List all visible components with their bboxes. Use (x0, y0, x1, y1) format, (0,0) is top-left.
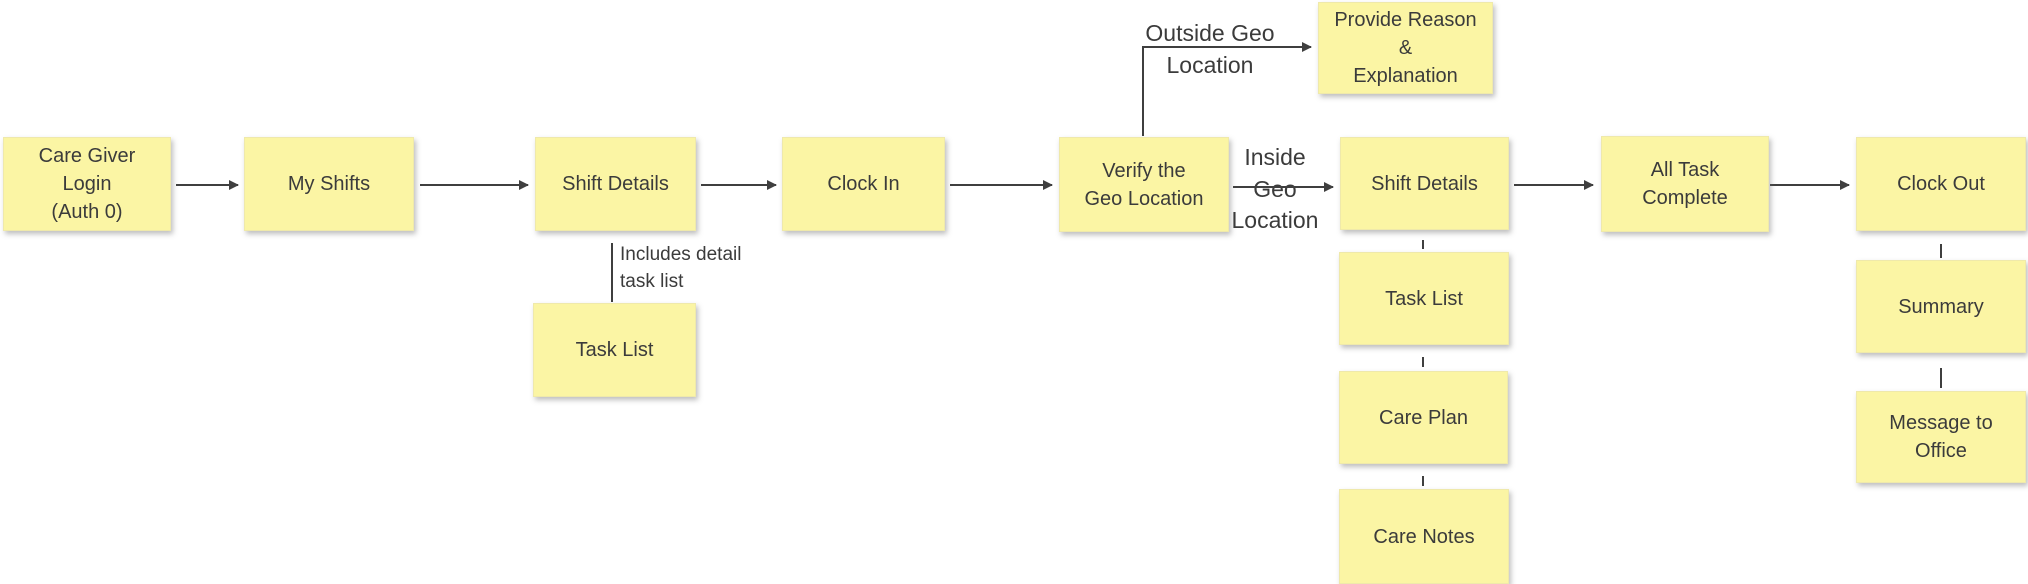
edge-label-inside-geo-location: Inside Geo Location (1231, 144, 1319, 234)
node-label-shift-details-1: Shift Details (562, 173, 669, 195)
node-label-care-plan: Care Plan (1379, 406, 1468, 429)
node-verify-geo-location: Verify the Geo Location (1059, 137, 1229, 232)
node-summary: Summary (1856, 260, 2026, 353)
node-label-shift-details-2: Shift Details (1371, 172, 1478, 195)
node-care-plan: Care Plan (1339, 371, 1508, 464)
node-shift-details-1: Shift Details (535, 137, 696, 231)
node-label-clock-in: Clock In (827, 173, 900, 195)
node-label-task-list-1: Task List (575, 339, 654, 361)
node-clock-out: Clock Out (1856, 137, 2026, 231)
node-task-list-1: Task List (533, 303, 696, 397)
node-all-task-complete: All Task Complete (1601, 136, 1769, 232)
node-shift-details-2: Shift Details (1340, 137, 1509, 230)
node-care-notes: Care Notes (1339, 489, 1509, 584)
node-label-summary: Summary (1898, 295, 1984, 318)
node-label-care-giver-login: Care Giver Login (Auth 0) (38, 145, 136, 223)
node-label-my-shifts: My Shifts (287, 173, 371, 195)
node-label-verify-geo-location: Verify the Geo Location (1084, 159, 1204, 210)
edge-label-includes-detail-task-list: Includes detail task list (620, 244, 742, 292)
node-provide-reason-explanation: Provide Reason & Explanation (1318, 2, 1493, 94)
node-label-clock-out: Clock Out (1897, 173, 1985, 195)
edge-label-outside-geo-location: Outside Geo Location (1145, 20, 1275, 78)
node-message-to-office: Message to Office (1856, 391, 2026, 483)
node-label-message-to-office: Message to Office (1889, 412, 1993, 462)
node-label-task-list-2: Task List (1385, 287, 1463, 310)
node-label-care-notes: Care Notes (1373, 525, 1475, 548)
node-task-list-2: Task List (1339, 252, 1509, 345)
node-my-shifts: My Shifts (244, 137, 414, 231)
node-clock-in: Clock In (782, 137, 945, 231)
node-label-all-task-complete: All Task Complete (1642, 159, 1728, 209)
node-care-giver-login: Care Giver Login (Auth 0) (3, 137, 171, 231)
node-label-provide-reason-explanation: Provide Reason & Explanation (1334, 9, 1477, 87)
